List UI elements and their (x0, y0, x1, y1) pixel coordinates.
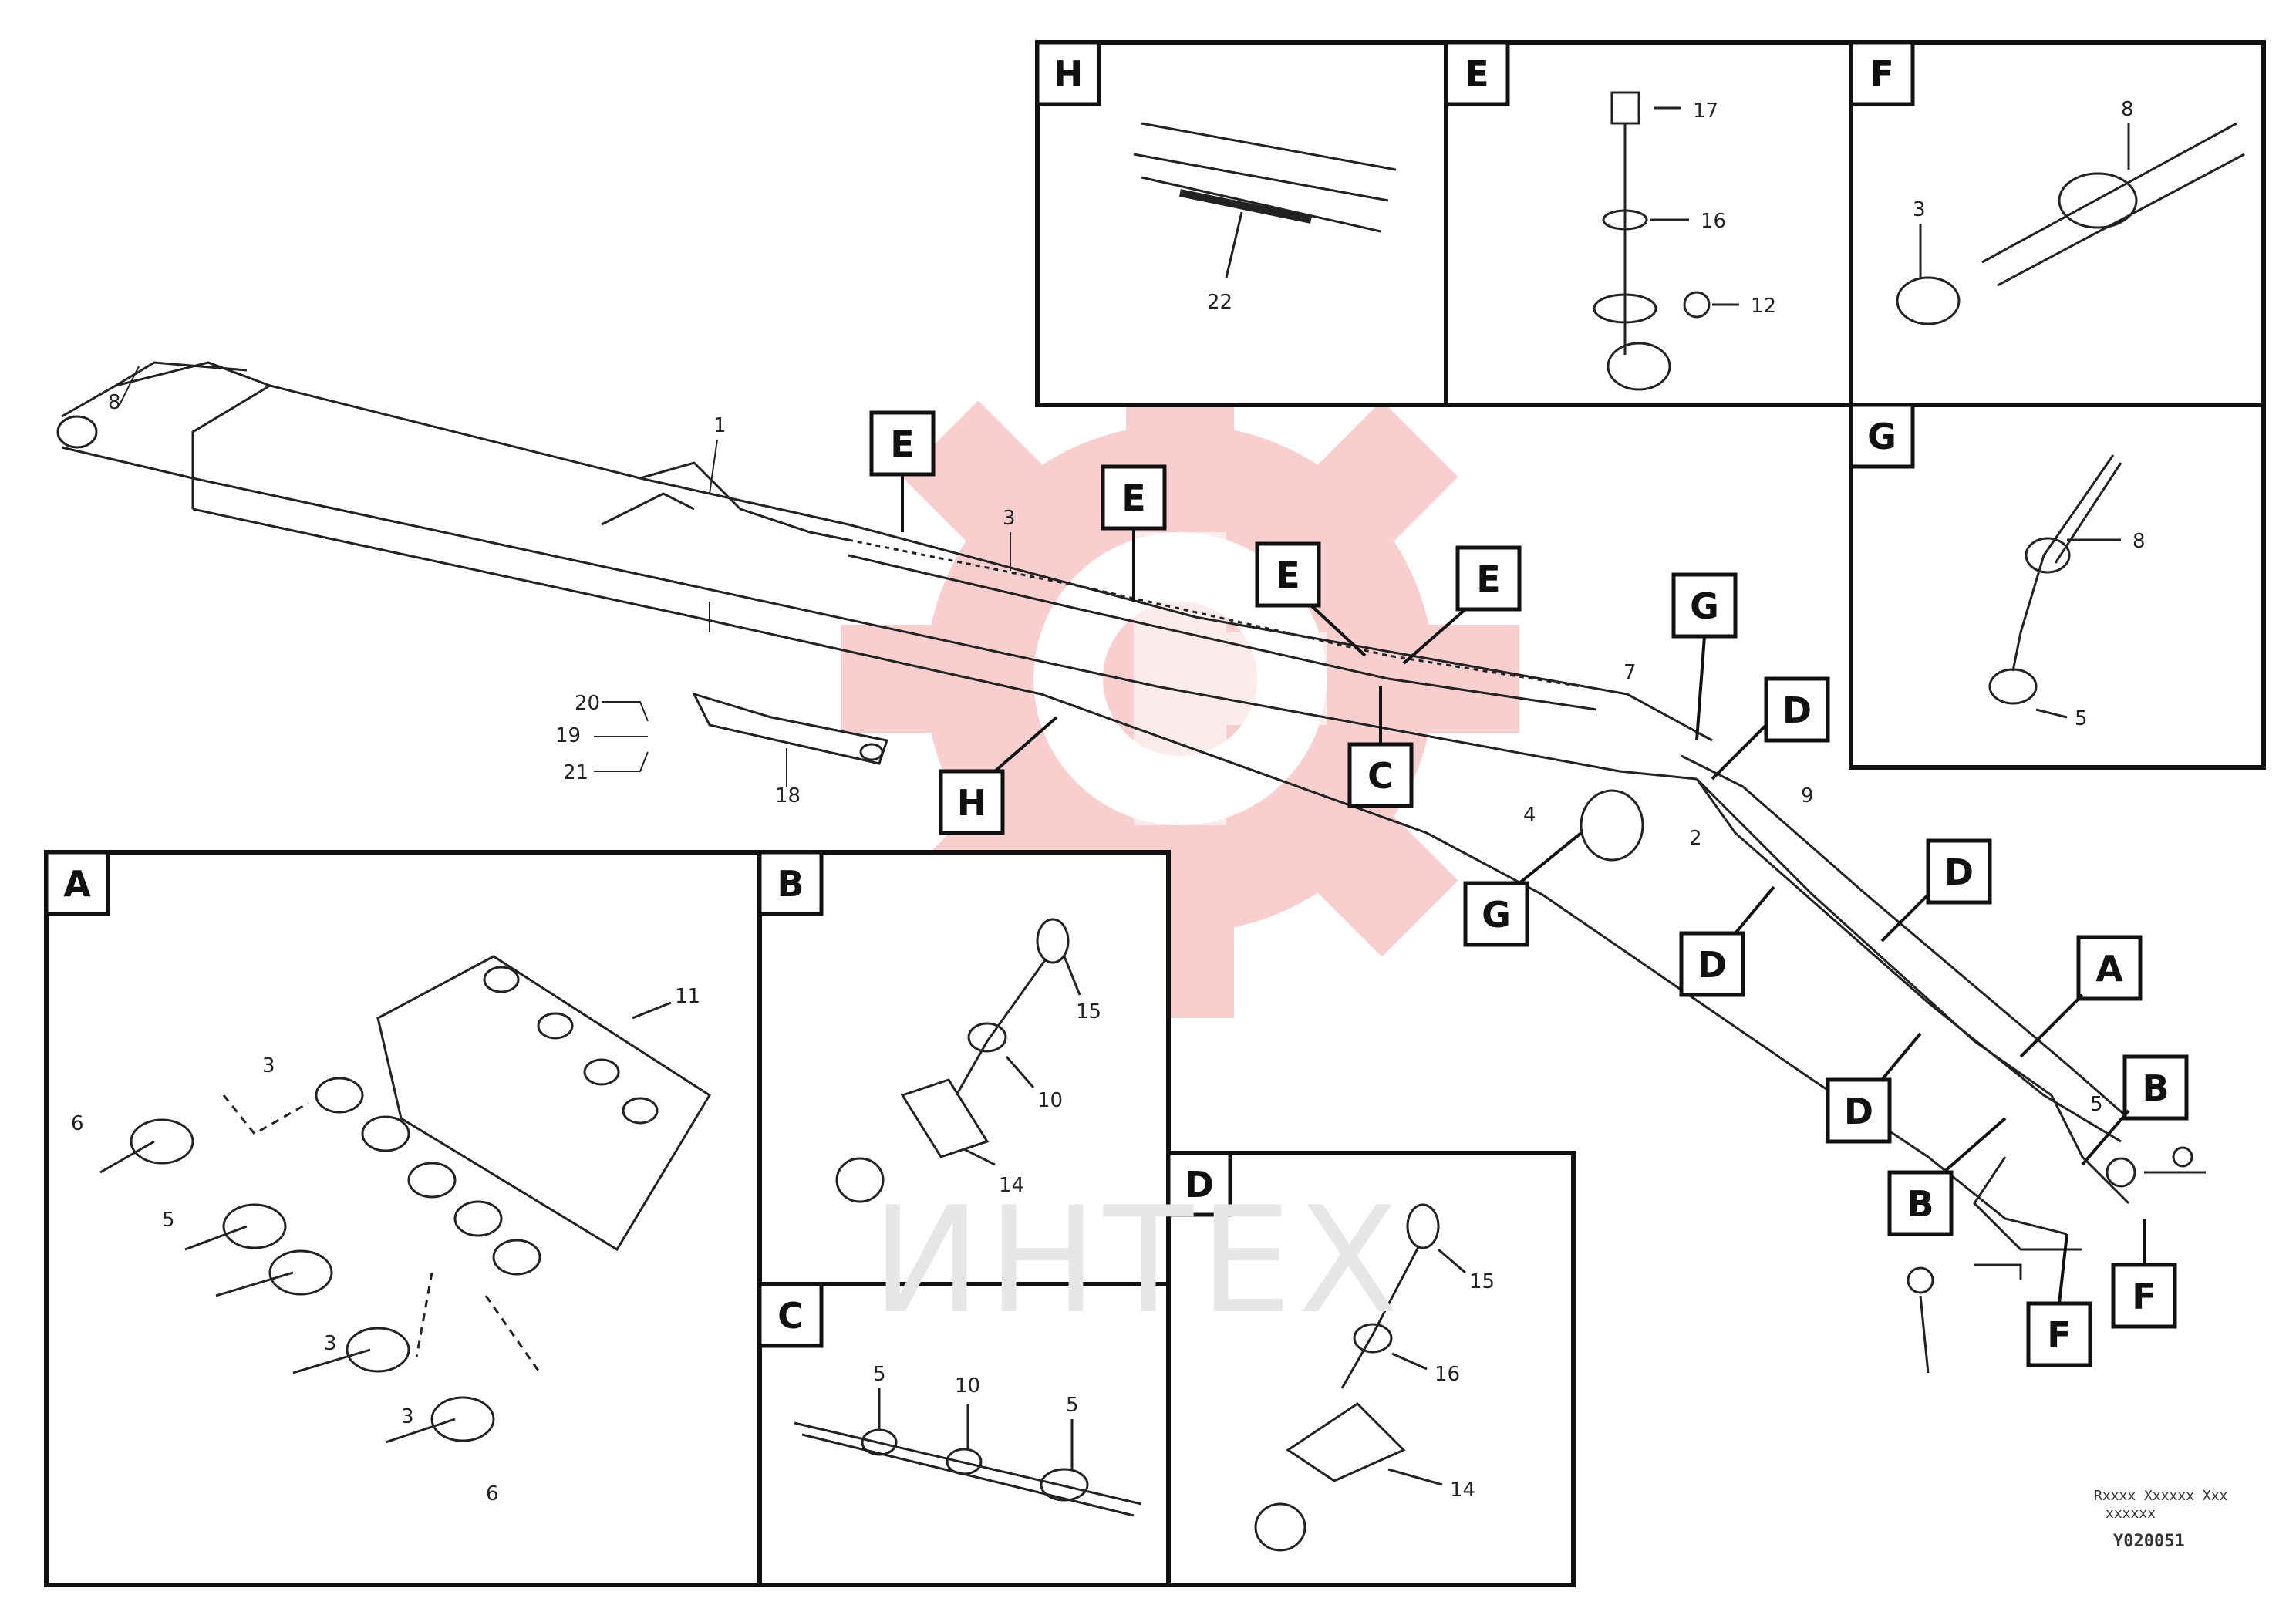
part-number: 14 (1450, 1479, 1475, 1502)
part-number: 8 (108, 391, 121, 414)
callout-g-2: G (1463, 831, 1583, 947)
part-number: 7 (1623, 661, 1637, 684)
svg-text:B: B (777, 863, 804, 905)
part-number: 3 (324, 1332, 337, 1355)
callout-a: A (2019, 935, 2143, 1058)
svg-text:B: B (2142, 1067, 2169, 1109)
part-number: 14 (999, 1174, 1024, 1197)
part-number: 21 (563, 761, 588, 784)
part-number: 1 (713, 414, 727, 437)
callout-d-1: D (1711, 676, 1830, 781)
boom-leader-lines (119, 366, 1011, 787)
svg-text:A: A (2095, 948, 2123, 990)
svg-text:E: E (1276, 555, 1300, 596)
part-number: 3 (1003, 507, 1016, 530)
svg-text:E: E (1476, 558, 1500, 600)
detail-panel-g: G 8 5 (1849, 403, 2266, 770)
callout-e-4: E (1402, 545, 1522, 665)
part-number: 5 (2075, 707, 2088, 730)
part-number: 19 (555, 724, 581, 747)
svg-text:H: H (957, 782, 987, 824)
part-number: 4 (1523, 804, 1536, 827)
detail-panel-d: D 15 16 14 (1166, 1151, 1576, 1587)
boom-part-labels: 8 1 3 7 4 2 9 5 20 19 21 18 (108, 391, 2103, 1116)
part-number: 16 (1435, 1363, 1460, 1386)
part-number: 5 (1066, 1394, 1079, 1417)
detail-panel-b: B 15 10 14 (757, 850, 1171, 1286)
svg-text:F: F (2047, 1314, 2071, 1356)
svg-text:E: E (890, 423, 914, 465)
part-number: 5 (162, 1209, 175, 1232)
part-number: 3 (401, 1405, 414, 1428)
svg-text:D: D (1185, 1164, 1214, 1206)
callout-h: H (939, 716, 1058, 835)
callout-d-2: D (1880, 838, 1992, 943)
callout-b-1: B (2081, 1054, 2189, 1166)
part-number: 22 (1207, 291, 1232, 314)
svg-text:A: A (63, 863, 91, 905)
part-number: 10 (1037, 1089, 1063, 1112)
callout-g-1: G (1671, 572, 1738, 741)
callout-e-1: E (869, 410, 936, 532)
doc-ref-number: Y020051 (2113, 1532, 2185, 1551)
callout-e-3: E (1255, 541, 1367, 657)
part-number: 8 (2121, 98, 2134, 121)
boom-callouts: E E E E C H G (869, 410, 2189, 1367)
part-number: 17 (1693, 99, 1718, 123)
part-number: 3 (262, 1054, 275, 1077)
svg-text:D: D (1944, 851, 1974, 893)
part-number: 10 (955, 1374, 980, 1398)
doc-ref-line1: Rxxxx Xxxxxx Xxx (2094, 1488, 2228, 1504)
svg-text:C: C (1367, 755, 1394, 797)
svg-text:D: D (1844, 1091, 1873, 1132)
detail-panel-e: E 17 16 12 (1444, 40, 1853, 407)
callout-d-4: D (1826, 1032, 1922, 1144)
callout-e-2: E (1101, 464, 1167, 602)
callout-f-2: F (2026, 1233, 2092, 1367)
svg-text:E: E (1121, 477, 1145, 519)
svg-text:B: B (1907, 1183, 1934, 1225)
part-number: 5 (2090, 1093, 2103, 1116)
part-number: 18 (775, 784, 801, 808)
svg-text:F: F (2132, 1276, 2156, 1317)
detail-panel-f: F 3 8 (1849, 40, 2266, 407)
part-number: 15 (1469, 1270, 1495, 1293)
svg-text:F: F (1870, 53, 1893, 95)
svg-text:G: G (1690, 585, 1719, 627)
part-number: 16 (1701, 210, 1726, 233)
part-number: 6 (486, 1482, 499, 1506)
detail-panel-c: C 5 10 5 (757, 1282, 1171, 1587)
boom-assembly (56, 361, 2206, 1374)
document-reference: Rxxxx Xxxxxx Xxx xxxxxx Y020051 (2094, 1488, 2228, 1551)
watermark-text: ИНТЕХ (872, 1175, 1404, 1346)
part-number: 3 (1913, 198, 1926, 221)
part-number: 2 (1689, 827, 1702, 850)
doc-ref-line2: xxxxxx (2106, 1506, 2156, 1522)
part-number: 11 (675, 985, 700, 1008)
svg-text:D: D (1698, 944, 1727, 986)
detail-panel-h: H 22 (1035, 40, 1448, 407)
detail-panel-a: A 11 3 6 (44, 850, 762, 1587)
callout-f-1: F (2111, 1219, 2177, 1329)
part-number: 20 (575, 692, 600, 715)
svg-text:G: G (1482, 894, 1511, 936)
part-number: 12 (1751, 295, 1776, 318)
part-number: 5 (873, 1363, 886, 1386)
svg-text:D: D (1782, 690, 1812, 731)
svg-text:C: C (777, 1295, 804, 1337)
svg-text:G: G (1867, 416, 1896, 457)
part-number: 6 (71, 1112, 84, 1135)
callout-c: C (1347, 686, 1414, 808)
part-number: 15 (1076, 1000, 1101, 1023)
part-number: 8 (2132, 530, 2146, 553)
callout-d-3: D (1679, 885, 1775, 997)
callout-b-2: B (1887, 1117, 2007, 1236)
svg-text:H: H (1054, 53, 1084, 95)
part-number: 9 (1801, 784, 1814, 808)
svg-text:E: E (1465, 53, 1489, 95)
